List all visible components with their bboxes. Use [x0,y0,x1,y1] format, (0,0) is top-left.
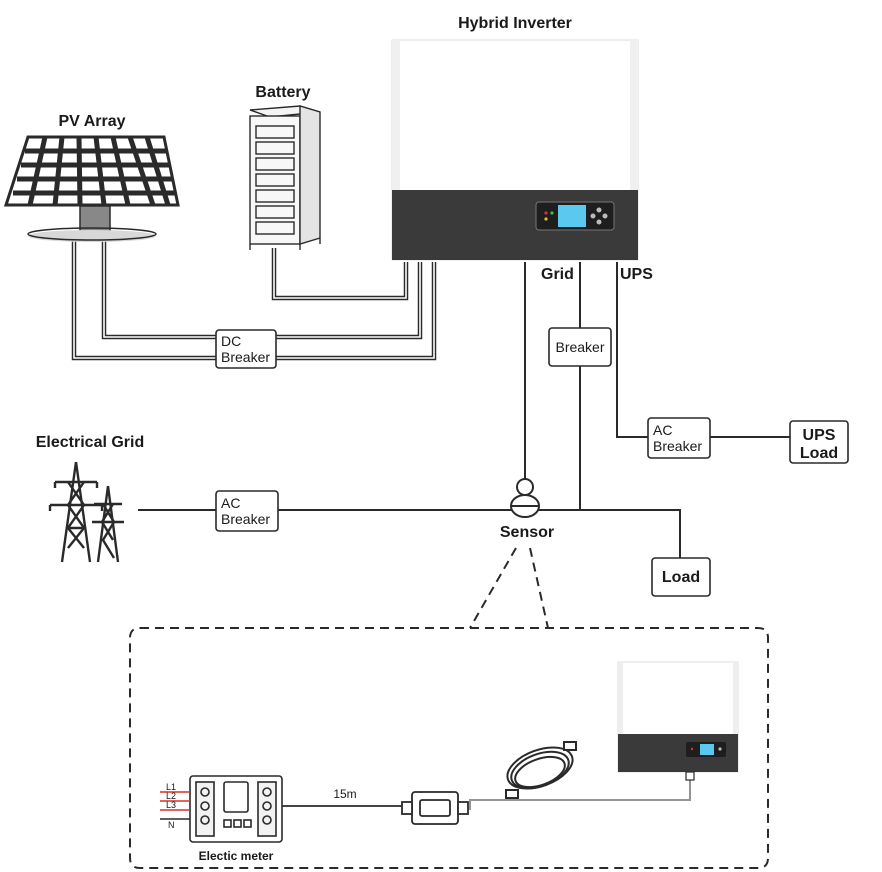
grid-breaker-label: Breaker [555,339,604,355]
ups-ac-breaker-label-line2: Breaker [653,438,702,454]
load-label: Load [662,569,700,586]
grid-ac-breaker-box: AC Breaker [215,490,279,532]
ups-load-label-line2: Load [800,445,838,462]
grid-ac-breaker-label-line1: AC [221,495,240,511]
meter-phase-wires [160,791,190,811]
ups-ac-breaker-label-line1: AC [653,422,672,438]
pv-array-icon [3,135,180,242]
electric-meter-label: Electic meter [199,849,274,863]
meter-terminal-l1: L1 [166,782,176,792]
electric-meter-icon [189,775,283,843]
ups-ac-breaker-box: AC Breaker [647,417,711,459]
battery-label: Battery [255,84,310,101]
hybrid-inverter-label: Hybrid Inverter [458,15,572,32]
meter-terminal-l3: L3 [166,800,176,810]
grid-ac-breaker-label-line2: Breaker [221,511,270,527]
dc-breaker-box: DC Breaker [215,329,277,369]
dc-breaker-label-line2: Breaker [221,349,270,365]
cable-length-label: 15m [333,787,356,801]
ups-load-box: UPS Load [789,420,849,464]
grid-port-label: Grid [541,266,574,283]
meter-terminal-l2: L2 [166,791,176,801]
transmission-tower-icon [48,461,124,563]
sensor-ct-icon [510,478,540,518]
meter-terminal-n: N [168,820,175,830]
coiled-cable-icon [505,741,577,799]
dc-breaker-label-line1: DC [221,333,241,349]
ups-load-label-line1: UPS [803,427,836,444]
load-box: Load [651,557,711,597]
hybrid-inverter [391,39,639,261]
ups-port-label: UPS [620,266,653,283]
ct-adapter-icon [401,791,469,825]
electrical-grid-label: Electrical Grid [36,434,145,451]
sensor-label: Sensor [500,524,554,541]
sensor-detail-callout: 15m L1 L2 L3 N Electic meter [129,627,769,869]
pv-array-label: PV Array [59,113,126,130]
grid-breaker-box: Breaker [548,327,612,367]
battery-rack-icon [249,105,321,250]
inverter-small-icon [617,661,739,773]
